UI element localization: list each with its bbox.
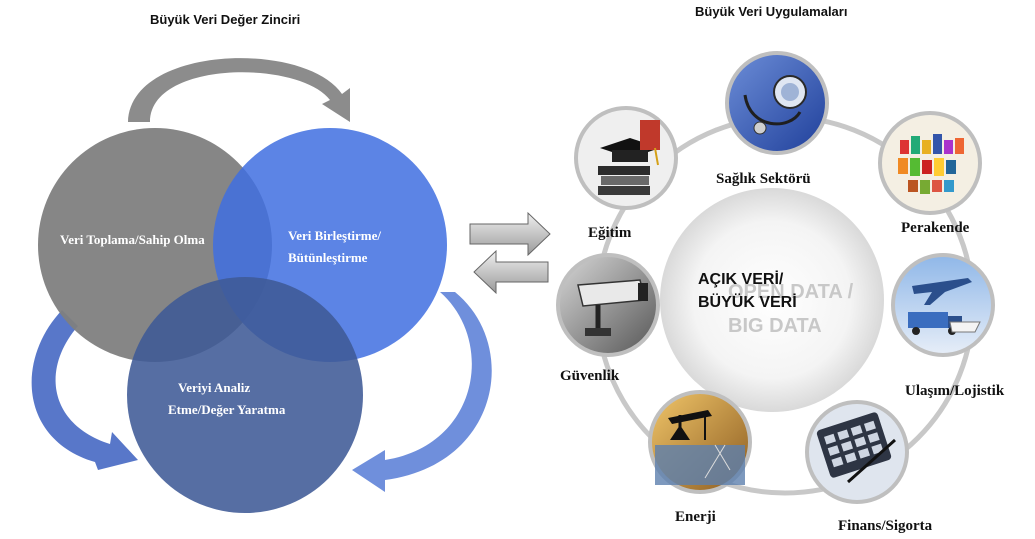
app-label-health: Sağlık Sektörü	[716, 171, 811, 187]
circle-data-analysis	[127, 277, 363, 513]
exchange-arrows	[469, 211, 551, 295]
stethoscope-icon	[743, 75, 807, 135]
retail-products-icon	[898, 134, 964, 194]
app-label-finance: Finans/Sigorta	[838, 518, 933, 534]
app-label-energy: Enerji	[675, 509, 716, 525]
app-node-energy	[648, 390, 752, 494]
app-node-education	[574, 106, 678, 210]
center-glow	[660, 188, 884, 412]
value-chain-title: Büyük Veri Değer Zinciri	[150, 12, 301, 27]
center-line1: AÇIK VERİ/	[698, 270, 784, 288]
transport-icon	[908, 278, 981, 335]
top-cycle-arrow	[128, 58, 350, 122]
security-camera-icon	[577, 279, 648, 336]
app-label-education: Eğitim	[588, 225, 632, 241]
app-node-finance	[805, 400, 909, 504]
app-label-retail: Perakende	[901, 220, 970, 236]
center-line2: BÜYÜK VERİ	[698, 292, 797, 311]
applications-title: Büyük Veri Uygulamaları	[695, 4, 848, 19]
oil-pump-icon	[655, 410, 745, 485]
app-label-security: Güvenlik	[560, 368, 620, 384]
circle-label-integration-2: Bütünleştirme	[288, 250, 368, 265]
circle-label-analysis-2: Etme/Değer Yaratma	[168, 402, 286, 417]
circle-label-analysis-1: Veriyi Analiz	[178, 380, 250, 395]
right-cycle-arrow	[352, 292, 492, 492]
value-chain-circles	[38, 128, 447, 513]
app-node-retail	[878, 111, 982, 215]
app-label-transport: Ulaşım/Lojistik	[905, 383, 1005, 399]
center-ghost-line2: BIG DATA	[728, 315, 822, 337]
calculator-icon	[816, 412, 896, 484]
right-arrow	[469, 211, 551, 257]
left-cycle-arrow	[31, 310, 138, 470]
center-ghost-line1: OPEN DATA /	[728, 281, 854, 303]
circle-label-integration-1: Veri Birleştirme/	[288, 228, 381, 243]
left-arrow	[473, 249, 549, 295]
circle-label-collection: Veri Toplama/Sahip Olma	[60, 232, 205, 247]
cycle-arrows	[31, 58, 492, 492]
books-graduation-cap-icon	[598, 120, 660, 195]
app-node-security	[556, 253, 660, 357]
app-node-health	[725, 51, 829, 155]
app-node-transport	[891, 253, 995, 357]
